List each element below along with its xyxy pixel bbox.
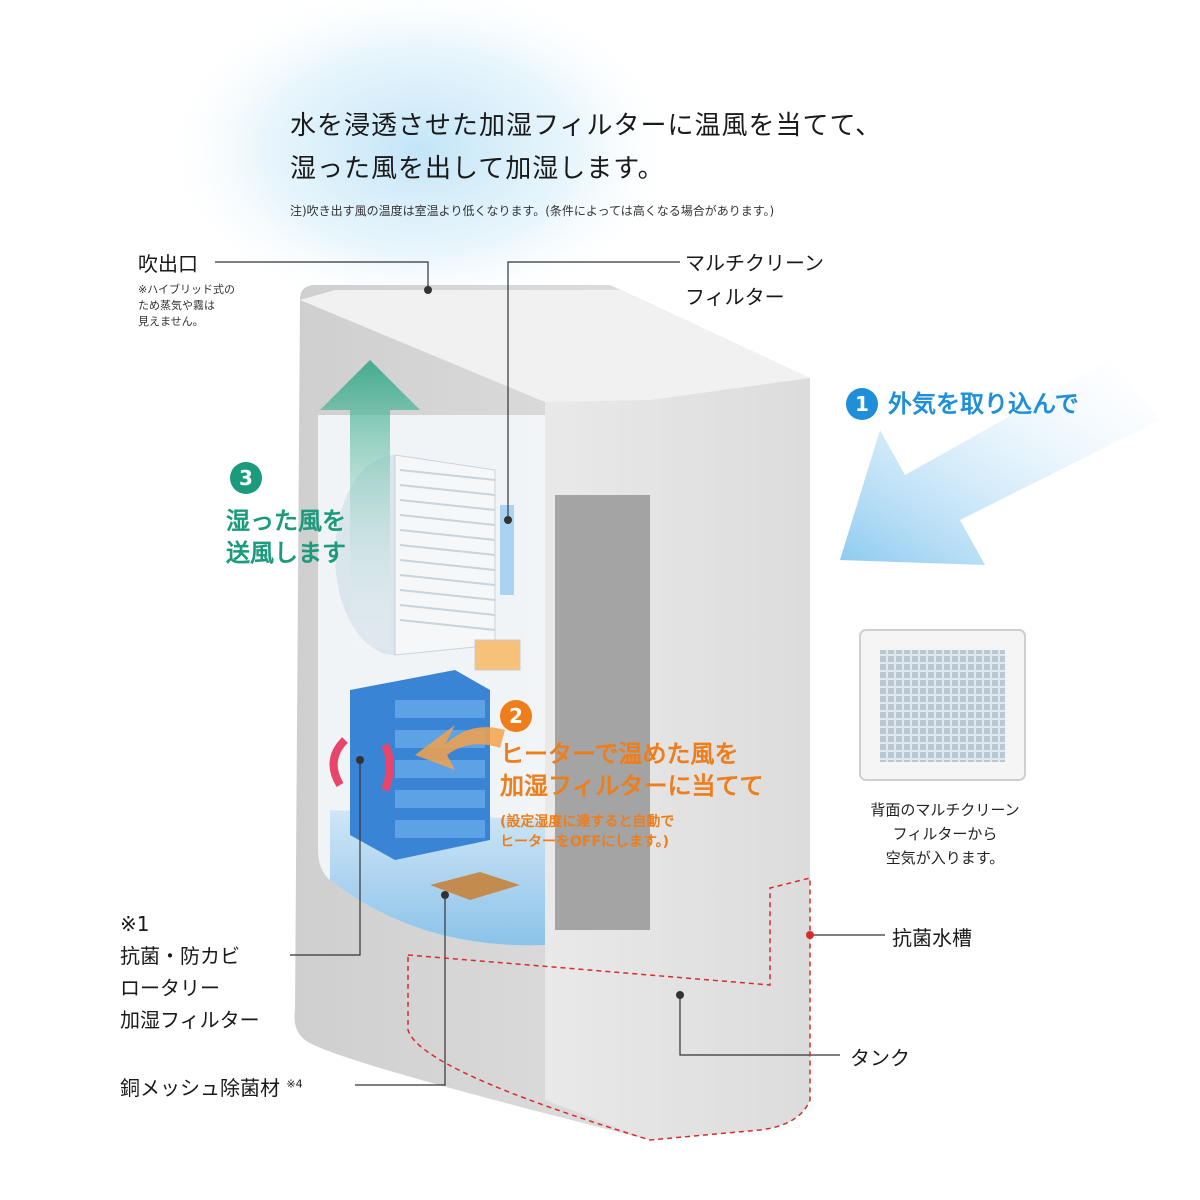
heated-air-arrow: [415, 725, 505, 770]
rear-filter-caption: 背面のマルチクリーン フィルターから 空気が入ります。: [835, 798, 1055, 870]
front-window: [555, 495, 650, 930]
leader-dots: [356, 286, 684, 999]
step-3-text-line: 送風します: [226, 539, 346, 567]
rotation-arrow-icon: [329, 737, 348, 788]
outlet-note-line: ※ハイブリッド式の: [138, 283, 235, 296]
leader-lines: [215, 261, 885, 1086]
rotary-filter-label-line: ※1: [120, 912, 150, 936]
fan-blades: [399, 469, 496, 631]
multiclean-filter-strip: [500, 505, 514, 595]
multiclean-filter-label-line: マルチクリーン: [685, 251, 824, 275]
rotary-filter-label: ※1 抗菌・防カビ ロータリー 加湿フィルター: [120, 908, 260, 1036]
rear-filter-caption-line: フィルターから: [892, 825, 998, 843]
step-2-subnote: (設定湿度に達すると自動で ヒーターをOFFにします。): [500, 812, 674, 852]
tank-label: タンク: [850, 1046, 910, 1070]
step-3-text: 湿った風を 送風します: [226, 505, 346, 569]
top-panel: [300, 290, 810, 402]
headline-line1: 水を浸透させた加湿フィルターに温風を当てて、: [290, 111, 883, 141]
rotation-arrow-icon: [381, 743, 394, 792]
rotary-filter-label-line: 加湿フィルター: [120, 1008, 260, 1032]
step-2-subnote-line: (設定湿度に達すると自動で: [500, 814, 675, 830]
rotary-filter: [350, 670, 490, 860]
step-3-badge: 3: [230, 462, 262, 494]
copper-mesh-label-text: 銅メッシュ除菌材: [120, 1076, 280, 1100]
antibacterial-tank-label: 抗菌水槽: [892, 926, 972, 950]
step-3-text-line: 湿った風を: [226, 507, 346, 535]
step-1-badge: 1: [846, 388, 878, 420]
multiclean-filter-label: マルチクリーン フィルター: [685, 246, 824, 314]
outlet-note-line: 見えません。: [138, 315, 204, 328]
rotary-filter-label-line: ロータリー: [120, 976, 220, 1000]
step-2-text-line: ヒーターで温めた風を: [500, 740, 739, 768]
copper-mesh: [430, 872, 520, 900]
multiclean-filter-label-line: フィルター: [685, 285, 785, 309]
intake-arrow: [840, 360, 1160, 565]
copper-mesh-footnote: ※4: [286, 1077, 303, 1091]
copper-mesh-label: 銅メッシュ除菌材 ※4: [120, 1072, 303, 1101]
headline-line2: 湿った風を出して加湿します。: [290, 154, 665, 184]
temperature-note: 注)吹き出す風の温度は室温より低くなります。(条件によっては高くなる場合がありま…: [290, 204, 775, 218]
rotary-filter-label-line: 抗菌・防カビ: [120, 944, 240, 968]
heater: [474, 639, 521, 671]
step-2-subnote-line: ヒーターをOFFにします。): [500, 834, 670, 850]
step-1-text: 外気を取り込んで: [888, 390, 1079, 418]
step-2-text: ヒーターで温めた風を 加湿フィルターに当てて: [500, 738, 764, 802]
outlet-note-line: ため蒸気や霧は: [138, 299, 215, 312]
outlet-label: 吹出口: [138, 252, 198, 276]
step-2-text-line: 加湿フィルターに当てて: [500, 772, 764, 800]
rear-filter-caption-line: 背面のマルチクリーン: [870, 801, 1020, 819]
humid-air-arrow: [320, 360, 420, 650]
outlet-note: ※ハイブリッド式の ため蒸気や霧は 見えません。: [138, 282, 235, 330]
tank-outline: [407, 877, 811, 1141]
rear-filter-grille: [880, 650, 1005, 762]
mist-cloud: [160, 0, 680, 320]
step-2-badge: 2: [500, 700, 532, 732]
rear-filter-caption-line: 空気が入ります。: [885, 849, 1005, 867]
